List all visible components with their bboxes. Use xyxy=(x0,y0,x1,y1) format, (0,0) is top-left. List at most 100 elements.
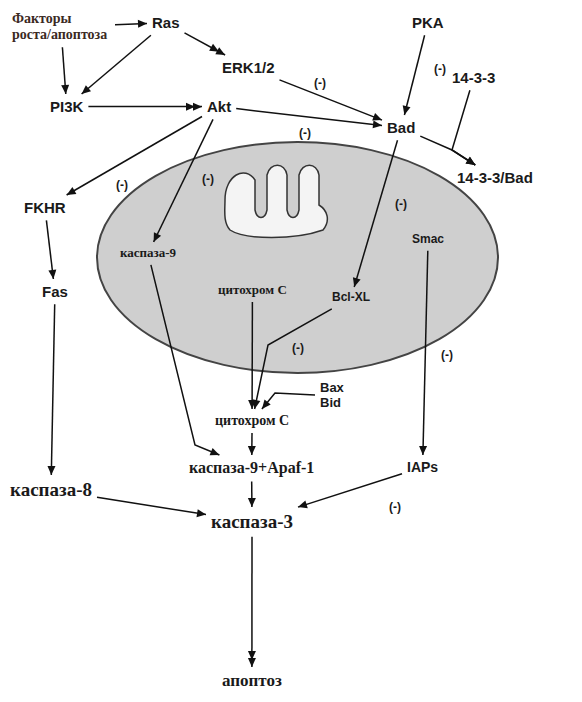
protein-label: IAPs xyxy=(405,458,440,476)
arrow-connector xyxy=(298,474,402,508)
inhibition-label: (-) xyxy=(433,63,447,76)
cristae xyxy=(225,165,328,237)
protein-label: 14-3-3 xyxy=(450,68,497,87)
arrow-connector xyxy=(248,481,256,507)
input-signal: Факторы роста/апоптоза xyxy=(10,10,112,44)
arrowhead xyxy=(403,105,411,115)
protein-label: PKA xyxy=(410,13,446,32)
arrowhead xyxy=(67,187,77,195)
arrowhead xyxy=(196,509,206,517)
connector-line xyxy=(51,304,54,475)
arrowhead xyxy=(248,651,256,660)
arrowhead xyxy=(154,232,162,242)
arrowhead xyxy=(210,448,220,455)
node-text: Bax Bid xyxy=(320,381,346,411)
node-text: каспаза-9 xyxy=(120,246,176,261)
connector-line xyxy=(185,33,226,55)
arrow-connector xyxy=(61,47,69,94)
arrow-connector xyxy=(185,33,226,55)
node-text: Smac xyxy=(412,233,444,247)
connector-line xyxy=(88,106,202,108)
protein-label: Ras xyxy=(150,13,182,32)
arrow-connector xyxy=(236,109,382,129)
arrowhead xyxy=(186,103,195,111)
connector-line xyxy=(151,265,220,455)
node-text: Fas xyxy=(42,283,68,300)
protein-label: каспаза-8 xyxy=(8,478,94,502)
arrowhead xyxy=(47,466,55,475)
arrow-connector xyxy=(88,103,202,111)
arrowhead xyxy=(48,270,56,279)
connector-line xyxy=(97,497,206,514)
arrowhead xyxy=(138,20,147,28)
protein-label: Akt xyxy=(205,97,233,116)
protein-label: каспаза-3 xyxy=(209,510,295,534)
arrow-connector xyxy=(82,35,151,94)
protein-label: FKHR xyxy=(22,198,68,217)
protein-label: цитохром C xyxy=(213,412,291,430)
connector-line xyxy=(452,90,475,165)
arrowhead xyxy=(248,400,256,409)
arrow-connector xyxy=(452,90,475,165)
inhibition-label: (-) xyxy=(313,77,327,90)
node-text: ERK1/2 xyxy=(222,59,275,76)
protein-label: Bad xyxy=(385,118,417,137)
connector-line xyxy=(236,109,382,126)
node-text: IAPs xyxy=(407,459,438,475)
connector-line xyxy=(82,35,151,94)
protein-label: PI3K xyxy=(48,97,85,116)
inhibition-label: (-) xyxy=(440,349,454,362)
arrow-connector xyxy=(47,304,55,475)
outer-membrane xyxy=(97,142,498,373)
inhibition-label: (-) xyxy=(298,127,312,140)
node-text: апоптоз xyxy=(222,671,282,691)
mitochondrion: каспаза-9 Smac цитохром C Bcl-XL xyxy=(95,140,500,375)
arrow-connector xyxy=(420,136,475,165)
connector-line xyxy=(251,302,253,409)
inhibition-label: (-) xyxy=(394,198,408,211)
inhibition-label: (-) xyxy=(201,173,215,186)
arrowhead xyxy=(248,498,256,507)
protein-label: Smac xyxy=(410,232,446,248)
arrow-connector xyxy=(262,393,315,409)
inhibition-label: (-) xyxy=(388,501,402,514)
inhibition-label: (-) xyxy=(291,342,305,355)
outcome-label: апоптоз xyxy=(220,670,284,692)
arrow-connector xyxy=(280,80,383,121)
arrow-connector xyxy=(353,140,398,287)
protein-label: цитохром C xyxy=(216,282,289,299)
connector-line xyxy=(423,251,428,455)
arrowhead xyxy=(209,44,219,52)
node-text: каспаза-3 xyxy=(211,511,293,533)
connector-line xyxy=(255,309,332,409)
arrowhead xyxy=(372,113,382,120)
protein-label: Bax Bid xyxy=(318,380,348,412)
complex-label: каспаза-9+Apaf-1 xyxy=(187,458,316,478)
inhibition-label: (-) xyxy=(115,179,129,192)
node-text: Bad xyxy=(387,119,415,136)
arrowhead xyxy=(353,277,361,287)
connector-line xyxy=(298,474,402,507)
arrowhead xyxy=(373,120,382,128)
arrowhead xyxy=(466,157,476,165)
arrow-connector xyxy=(97,497,206,517)
protein-label: Bcl-XL xyxy=(330,290,372,306)
arrow-connector xyxy=(253,309,332,409)
arrowhead xyxy=(262,400,271,410)
arrowhead xyxy=(298,501,308,509)
arrow-connector xyxy=(403,35,425,115)
protein-label: каспаза-9 xyxy=(118,245,178,262)
node-text: PI3K xyxy=(50,98,83,115)
node-text: Ras xyxy=(152,14,180,31)
connector-line xyxy=(280,80,383,120)
arrow-connector xyxy=(46,220,56,279)
node-text: 14-3-3 xyxy=(452,69,495,86)
node-text: PKA xyxy=(412,14,444,31)
complex-label: 14-3-3/Bad xyxy=(455,168,535,187)
arrowhead xyxy=(61,85,69,94)
arrow-connector xyxy=(248,433,256,455)
node-text: Akt xyxy=(207,98,231,115)
node-text: Bcl-XL xyxy=(332,291,370,305)
node-text: цитохром C xyxy=(218,283,287,298)
arrowhead xyxy=(82,85,91,94)
